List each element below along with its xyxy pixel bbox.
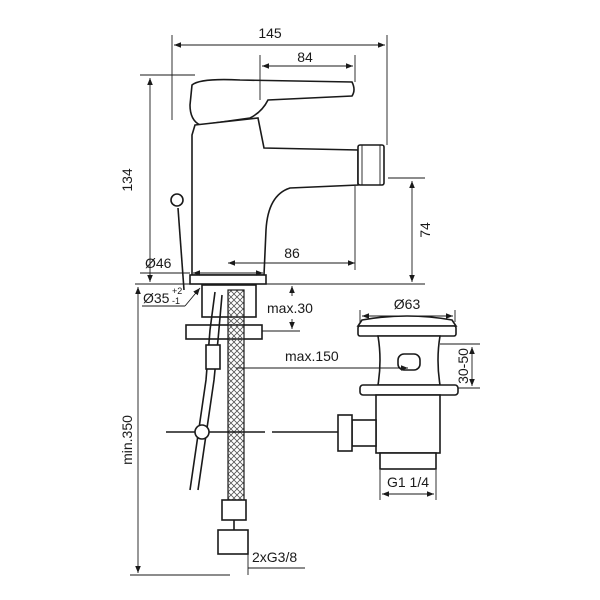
dim-hole-tol-minus: -1 — [172, 296, 180, 306]
waste-connector-nut — [337, 414, 353, 452]
faucet-body — [170, 78, 385, 291]
dim-spout-reach: 86 — [284, 245, 300, 261]
flexible-hose — [227, 289, 245, 503]
dim-hole-diameter: Ø35 — [143, 290, 170, 306]
dim-hose-length: min.350 — [119, 415, 135, 465]
dim-base-diameter: Ø46 — [145, 255, 172, 271]
dim-max-rod-distance: max.150 — [285, 348, 339, 364]
pop-up-lever — [177, 207, 185, 291]
mounting-assembly — [166, 284, 340, 555]
dim-overall-width: 145 — [258, 25, 282, 41]
hose-nut-lower — [217, 529, 249, 555]
pop-up-waste — [337, 315, 459, 470]
dim-hose-thread: 2xG3/8 — [252, 549, 297, 565]
dim-waste-range: 30-50 — [455, 348, 471, 384]
dim-overall-height: 134 — [119, 168, 135, 192]
dim-spout-height: 74 — [417, 222, 433, 238]
spout-body — [191, 117, 359, 276]
dim-lever-length: 84 — [297, 49, 313, 65]
dimensions: 145 84 134 74 86 Ø46 Ø35 +2 -1 max.30 ma… — [119, 25, 480, 576]
dim-hole-tol-plus: +2 — [172, 286, 182, 296]
dim-waste-thread: G1 1/4 — [387, 474, 429, 490]
rod-clamp — [194, 424, 210, 440]
aerator — [357, 144, 385, 186]
mounting-plate — [185, 324, 263, 340]
dim-max-thickness: max.30 — [267, 300, 313, 316]
base-ring — [189, 274, 267, 285]
dim-waste-diameter: Ø63 — [394, 296, 421, 312]
lever-handle — [189, 78, 355, 126]
hose-nut-upper — [221, 499, 247, 521]
